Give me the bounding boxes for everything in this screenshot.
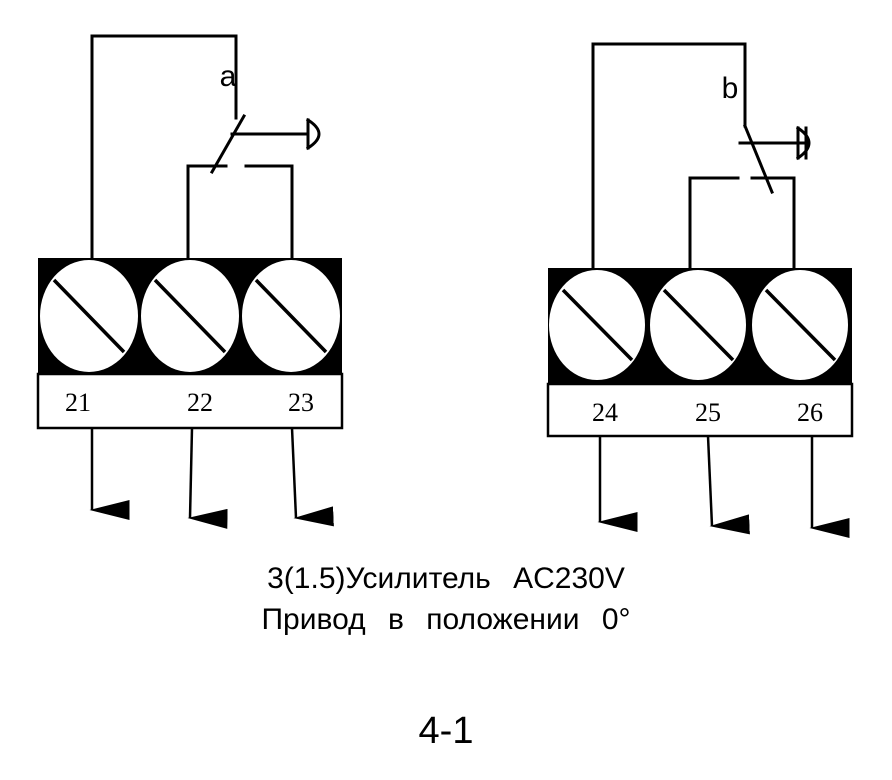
terminal-label-26: 26 [797,398,823,427]
terminal-label-22: 22 [187,388,213,417]
terminal-screw-24 [549,270,645,380]
switch-a-no-contact-wire [244,164,294,260]
switch-b-no-contact-wire [750,176,796,270]
terminal-label-strip-a [36,372,344,430]
terminal-screw-23 [242,260,340,372]
output-arrow-25 [706,435,750,535]
switch-b-actuator-knob [795,125,811,161]
output-arrow-23 [290,427,334,527]
terminal-label-strip-b [546,382,854,438]
terminal-screw-25 [650,270,746,380]
terminal-screw-26 [752,270,848,380]
terminal-label-23: 23 [288,388,314,417]
switch-a-actuator-knob [305,117,321,151]
caption-line-1: 3(1.5)Усилитель AC230V [267,562,625,595]
switch-a-group: 21 22 23 a [36,34,344,529]
switch-b-common-wire [591,42,747,270]
switch-a-letter: a [220,60,237,93]
switch-b-group: 24 25 26 b [546,42,854,538]
switch-b-letter: b [722,72,739,105]
terminal-label-24: 24 [592,398,618,427]
terminal-screw-21 [40,260,138,372]
switch-b-blade [743,124,774,194]
figure-label: 4-1 [418,710,474,752]
switch-a-nc-contact-wire [186,164,228,260]
terminal-screw-22 [141,260,239,372]
switch-a-blade [209,113,247,175]
switch-a-common-wire [90,34,238,260]
terminal-label-21: 21 [65,388,91,417]
output-arrow-22 [187,427,228,529]
switch-b-nc-contact-wire [688,176,740,270]
caption-line-2: Привод в положении 0° [261,603,631,636]
terminal-label-25: 25 [695,398,721,427]
